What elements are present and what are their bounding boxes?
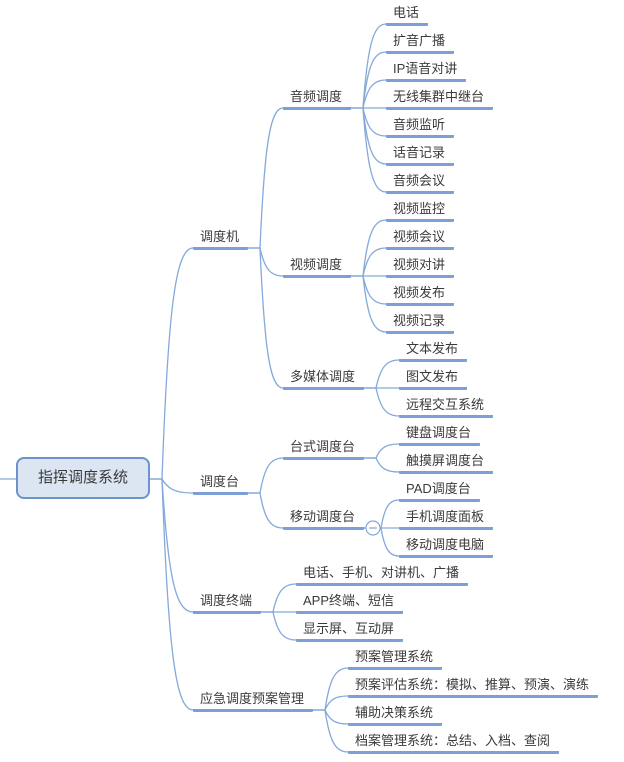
mindmap-node[interactable]: 多媒体调度 <box>283 369 365 390</box>
mindmap-node[interactable]: 移动调度电脑 <box>399 537 494 558</box>
connector-line <box>161 478 194 494</box>
connector-line <box>375 387 400 417</box>
connector-line <box>259 247 284 277</box>
mindmap-node[interactable]: 键盘调度台 <box>399 425 481 446</box>
mindmap-node[interactable]: 台式调度台 <box>283 439 365 460</box>
connector-line <box>362 23 387 109</box>
mindmap-node[interactable]: 话音记录 <box>386 145 455 166</box>
mindmap-node[interactable]: 辅助决策系统 <box>348 705 443 726</box>
connector-line <box>324 709 349 725</box>
connector-line <box>161 478 194 711</box>
connector-line <box>375 359 400 389</box>
mindmap-node[interactable]: 电话、手机、对讲机、广播 <box>296 565 469 586</box>
mindmap-node[interactable]: IP语音对讲 <box>386 61 467 82</box>
mindmap-node[interactable]: 手机调度面板 <box>399 509 494 530</box>
mindmap-node[interactable]: 无线集群中继台 <box>386 89 494 110</box>
mindmap-node[interactable]: 调度终端 <box>193 593 262 614</box>
mindmap-node[interactable]: 预案管理系统 <box>348 649 443 670</box>
mindmap-node[interactable]: 视频对讲 <box>386 257 455 278</box>
mindmap-node[interactable]: 应急调度预案管理 <box>193 691 314 712</box>
connector-line <box>259 457 284 494</box>
connector-line <box>161 247 194 480</box>
mindmap-node[interactable]: 图文发布 <box>399 369 468 390</box>
connector-line <box>272 611 297 641</box>
connector-line <box>259 247 284 389</box>
connector-line <box>362 275 387 333</box>
connector-line <box>362 51 387 109</box>
connector-line <box>324 667 349 711</box>
connector-line <box>362 247 387 277</box>
mindmap-node[interactable]: 调度台 <box>193 474 249 495</box>
connector-line <box>324 709 349 753</box>
connector-line <box>324 695 349 711</box>
connector-line <box>362 107 387 193</box>
mindmap-node[interactable]: 视频调度 <box>283 257 352 278</box>
mindmap-node[interactable]: 显示屏、互动屏 <box>296 621 404 642</box>
mindmap-node[interactable]: 音频会议 <box>386 173 455 194</box>
connector-line <box>362 79 387 109</box>
connector-line <box>161 478 194 613</box>
mindmap-node[interactable]: PAD调度台 <box>399 481 480 502</box>
connector-line <box>380 527 400 557</box>
mindmap-node[interactable]: 视频发布 <box>386 285 455 306</box>
mindmap-node[interactable]: 移动调度台 <box>283 509 365 530</box>
mindmap-node[interactable]: 预案评估系统：模拟、推算、预演、演练 <box>348 677 599 698</box>
mindmap-node[interactable]: 文本发布 <box>399 341 468 362</box>
mindmap-node[interactable]: 电话 <box>386 5 429 26</box>
mindmap-node[interactable]: 视频监控 <box>386 201 455 222</box>
connector-line <box>259 107 284 249</box>
connector-line <box>375 457 400 473</box>
mindmap-node[interactable]: 视频会议 <box>386 229 455 250</box>
connector-line <box>272 583 297 613</box>
mindmap-node[interactable]: 扩音广播 <box>386 33 455 54</box>
connector-line <box>259 492 284 529</box>
mindmap-node[interactable]: 触摸屏调度台 <box>399 453 494 474</box>
mindmap-node[interactable]: 调度机 <box>193 229 249 250</box>
connector-line <box>362 219 387 277</box>
mindmap-node[interactable]: 档案管理系统：总结、入档、查阅 <box>348 733 560 754</box>
mindmap-node[interactable]: 视频记录 <box>386 313 455 334</box>
mindmap-node[interactable]: 音频调度 <box>283 89 352 110</box>
mindmap-node[interactable]: 远程交互系统 <box>399 397 494 418</box>
root-node[interactable]: 指挥调度系统 <box>16 457 151 499</box>
mindmap-node[interactable]: APP终端、短信 <box>296 593 404 614</box>
connector-line <box>375 443 400 459</box>
connector-line <box>380 499 400 529</box>
mindmap-node[interactable]: 音频监听 <box>386 117 455 138</box>
